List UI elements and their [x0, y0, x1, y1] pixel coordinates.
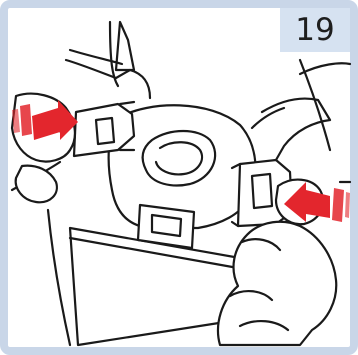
buckle-slot — [141, 130, 217, 187]
left-latch — [72, 102, 136, 158]
right-hand — [216, 220, 338, 347]
left-shoulder-strap — [64, 58, 152, 100]
top-strap — [114, 20, 136, 72]
right-shoulder-strap — [260, 97, 332, 162]
right-arrow-press — [284, 182, 350, 222]
crotch-strap — [136, 203, 196, 250]
left-arrow-press — [12, 100, 78, 140]
step-number-badge: 19 — [280, 8, 350, 52]
